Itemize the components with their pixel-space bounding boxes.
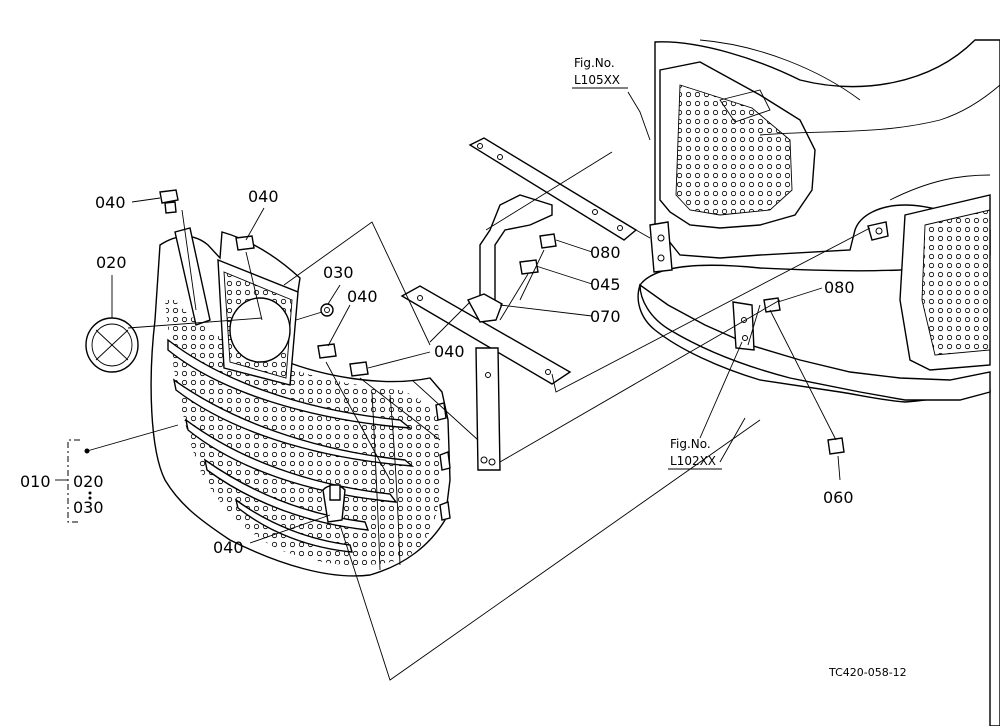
fig-ref-label: Fig.No. (670, 437, 711, 451)
assembly-lines (127, 151, 871, 681)
fig-ref-number: L102XX (670, 454, 716, 468)
fig-ref-number: L105XX (574, 73, 620, 87)
label-020: 020 (96, 253, 127, 272)
label-030-assembly: 030 (73, 498, 104, 517)
lamp-lens-020 (85, 317, 139, 373)
bolt-080-upper (539, 233, 557, 249)
figure-reference-l102xx: Fig.No. L102XX (668, 437, 722, 470)
label-020-assembly: 020 (73, 472, 104, 491)
label-040-center: 040 (434, 342, 465, 361)
front-grille-panel (150, 227, 451, 577)
label-040-mid: 040 (347, 287, 378, 306)
label-040-latch: 040 (213, 538, 244, 557)
bolt-040-top (235, 235, 255, 251)
label-010: 010 (20, 472, 51, 491)
label-040-top: 040 (248, 187, 279, 206)
label-070: 070 (590, 307, 621, 326)
label-080-upper: 080 (590, 243, 621, 262)
drawing-code: TC420-058-12 (828, 666, 907, 679)
tractor-hood-body (637, 39, 1000, 726)
part-number-labels: 040 040 020 030 040 040 080 045 070 080 … (20, 187, 855, 557)
label-leaders (111, 91, 841, 544)
nut-030 (320, 303, 334, 317)
bolt-060 (827, 437, 845, 455)
bolt-040-mid (317, 343, 337, 359)
label-060: 060 (823, 488, 854, 507)
fig-ref-label: Fig.No. (574, 56, 615, 70)
bolt-040-top-left (159, 189, 179, 214)
label-040-top-left: 040 (95, 193, 126, 212)
label-045: 045 (590, 275, 621, 294)
bolt-040-center (349, 361, 369, 377)
figure-reference-l105xx: Fig.No. L105XX (572, 56, 628, 89)
bolt-045 (519, 259, 539, 275)
assembly-bracket-010 (55, 424, 179, 523)
label-030: 030 (323, 263, 354, 282)
label-080-right: 080 (824, 278, 855, 297)
